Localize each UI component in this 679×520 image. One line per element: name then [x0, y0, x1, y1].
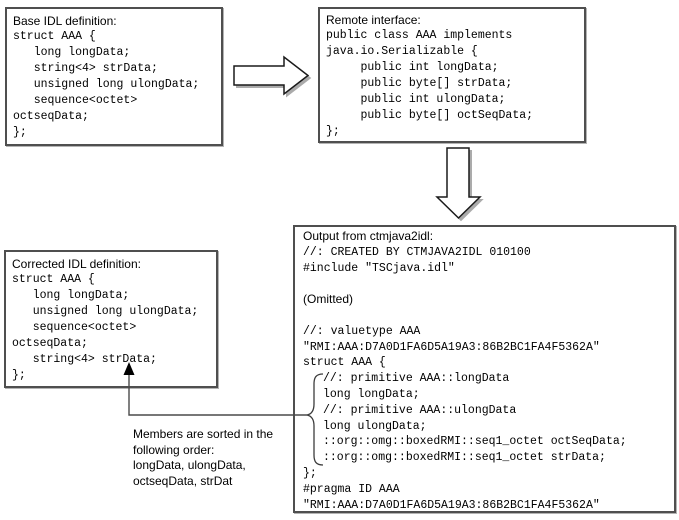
corrected-idl-definition-box: Corrected IDL definition: struct AAA { l… [4, 250, 218, 388]
omitted-note: (Omitted) [303, 292, 354, 307]
corrected-idl-label: Corrected IDL definition: [12, 257, 141, 271]
remote-interface-box: Remote interface: public class AAA imple… [318, 7, 586, 143]
output-code-header: //: CREATED BY CTMJAVA2IDL 010100 #inclu… [303, 245, 531, 275]
base-idl-definition-box: Base IDL definition: struct AAA { long l… [5, 7, 223, 146]
flow-arrow-down-icon [435, 147, 484, 222]
sort-order-annotation: Members are sorted in the following orde… [133, 427, 274, 488]
output-code-footer: }; #pragma ID AAA "RMI:AAA:D7A0D1FA6D5A1… [303, 466, 600, 512]
ctmjava2idl-output-box: Output from ctmjava2idl: //: CREATED BY … [293, 225, 676, 513]
corrected-idl-code: struct AAA { long longData; unsigned lon… [12, 273, 199, 382]
output-code-valuetype: //: valuetype AAA "RMI:AAA:D7A0D1FA6D5A1… [303, 324, 600, 370]
base-idl-code: struct AAA { long longData; string<4> st… [13, 30, 200, 139]
remote-interface-label: Remote interface: [326, 13, 421, 27]
base-idl-label: Base IDL definition: [13, 14, 117, 28]
output-code-members: //: primitive AAA::longData long longDat… [323, 372, 627, 465]
remote-interface-code: public class AAA implements java.io.Seri… [326, 29, 534, 138]
flow-arrow-right-icon [233, 55, 312, 98]
ctmjava2idl-output-label: Output from ctmjava2idl: [303, 229, 434, 243]
